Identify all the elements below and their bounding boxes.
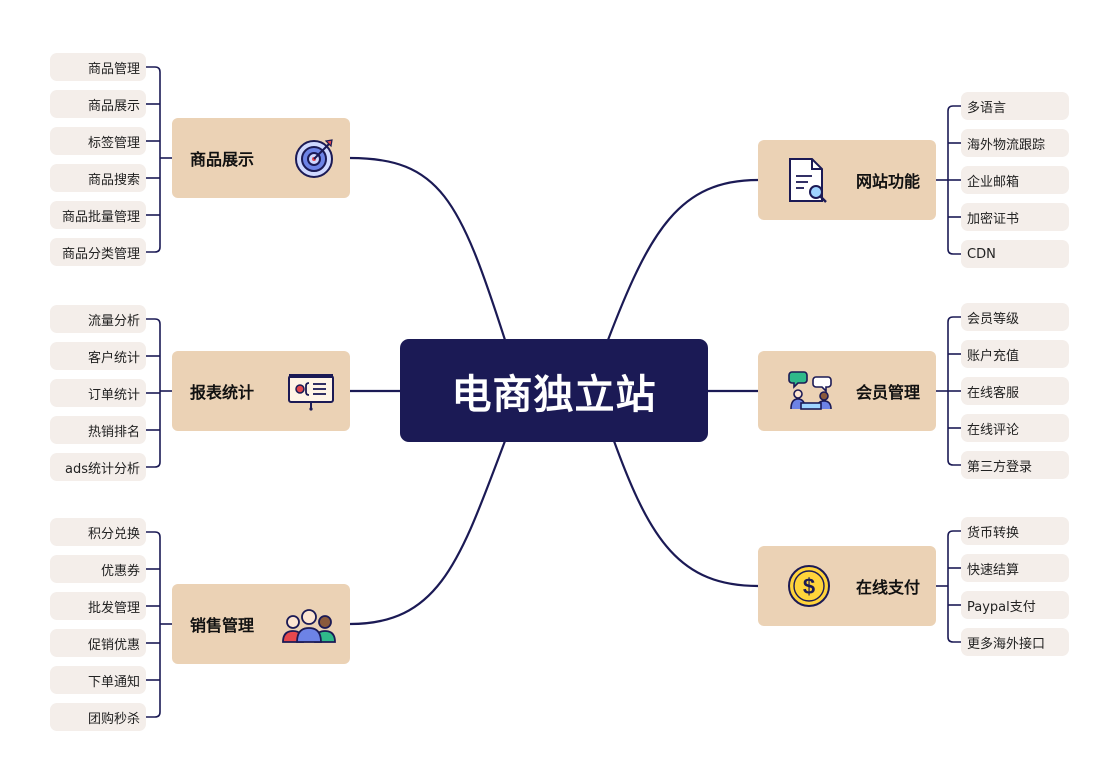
connector-site-features [606, 178, 760, 342]
branch-label: 在线支付 [855, 578, 920, 597]
leaf-item[interactable]: 商品分类管理 [50, 238, 146, 266]
leaf-item[interactable]: 批发管理 [50, 592, 146, 620]
team-people-icon [282, 609, 336, 643]
leaf-bracket [146, 66, 161, 253]
leaf-item[interactable]: 在线评论 [961, 414, 1069, 442]
leaf-item[interactable]: 海外物流跟踪 [961, 129, 1069, 157]
svg-text:$: $ [803, 574, 815, 599]
leaf-item[interactable]: CDN [961, 240, 1069, 268]
branch-payment[interactable]: $ 在线支付 [758, 546, 936, 626]
leaf-item[interactable]: 订单统计 [50, 379, 146, 407]
branch-reports[interactable]: 报表统计 [172, 351, 350, 431]
dollar-coin-icon: $ [788, 565, 830, 607]
leaf-item[interactable]: 货币转换 [961, 517, 1069, 545]
central-topic[interactable]: 电商独立站 [400, 339, 708, 442]
leaf-item[interactable]: 在线客服 [961, 377, 1069, 405]
leaf-item[interactable]: ads统计分析 [50, 453, 146, 481]
leaf-item[interactable]: 团购秒杀 [50, 703, 146, 731]
branch-label: 会员管理 [855, 383, 920, 402]
leaf-item[interactable]: 快速结算 [961, 554, 1069, 582]
leaf-item[interactable]: 商品搜索 [50, 164, 146, 192]
document-search-icon [789, 158, 827, 203]
leaf-bracket [146, 531, 161, 718]
connector-payment [612, 439, 760, 588]
leaf-item[interactable]: 第三方登录 [961, 451, 1069, 479]
connector-sales [348, 439, 507, 626]
branch-label: 销售管理 [190, 616, 255, 635]
target-icon [295, 139, 333, 178]
branch-members[interactable]: 会员管理 [758, 351, 936, 431]
leaf-item[interactable]: 标签管理 [50, 127, 146, 155]
branch-label: 商品展示 [190, 150, 255, 169]
leaf-item[interactable]: 账户充值 [961, 340, 1069, 368]
connector-product-display [348, 156, 507, 342]
leaf-item[interactable]: 热销排名 [50, 416, 146, 444]
leaf-item[interactable]: 下单通知 [50, 666, 146, 694]
leaf-item[interactable]: 企业邮箱 [961, 166, 1069, 194]
presentation-board-icon [288, 374, 334, 411]
leaf-item[interactable]: 促销优惠 [50, 629, 146, 657]
leaf-item[interactable]: 优惠券 [50, 555, 146, 583]
leaf-item[interactable]: 客户统计 [50, 342, 146, 370]
leaf-item[interactable]: 积分兑换 [50, 518, 146, 546]
leaf-item[interactable]: 多语言 [961, 92, 1069, 120]
branch-product-display[interactable]: 商品展示 [172, 118, 350, 198]
leaf-item[interactable]: 商品展示 [50, 90, 146, 118]
branch-label: 网站功能 [855, 172, 920, 191]
leaf-bracket [947, 530, 961, 643]
leaf-item[interactable]: 商品批量管理 [50, 201, 146, 229]
branch-label: 报表统计 [190, 383, 255, 402]
leaf-item[interactable]: 加密证书 [961, 203, 1069, 231]
chat-meeting-icon [788, 371, 832, 410]
branch-sales[interactable]: 销售管理 [172, 584, 350, 664]
leaf-item[interactable]: 商品管理 [50, 53, 146, 81]
leaf-item[interactable]: 流量分析 [50, 305, 146, 333]
leaf-item[interactable]: Paypal支付 [961, 591, 1069, 619]
branch-site-features[interactable]: 网站功能 [758, 140, 936, 220]
leaf-item[interactable]: 更多海外接口 [961, 628, 1069, 656]
leaf-item[interactable]: 会员等级 [961, 303, 1069, 331]
